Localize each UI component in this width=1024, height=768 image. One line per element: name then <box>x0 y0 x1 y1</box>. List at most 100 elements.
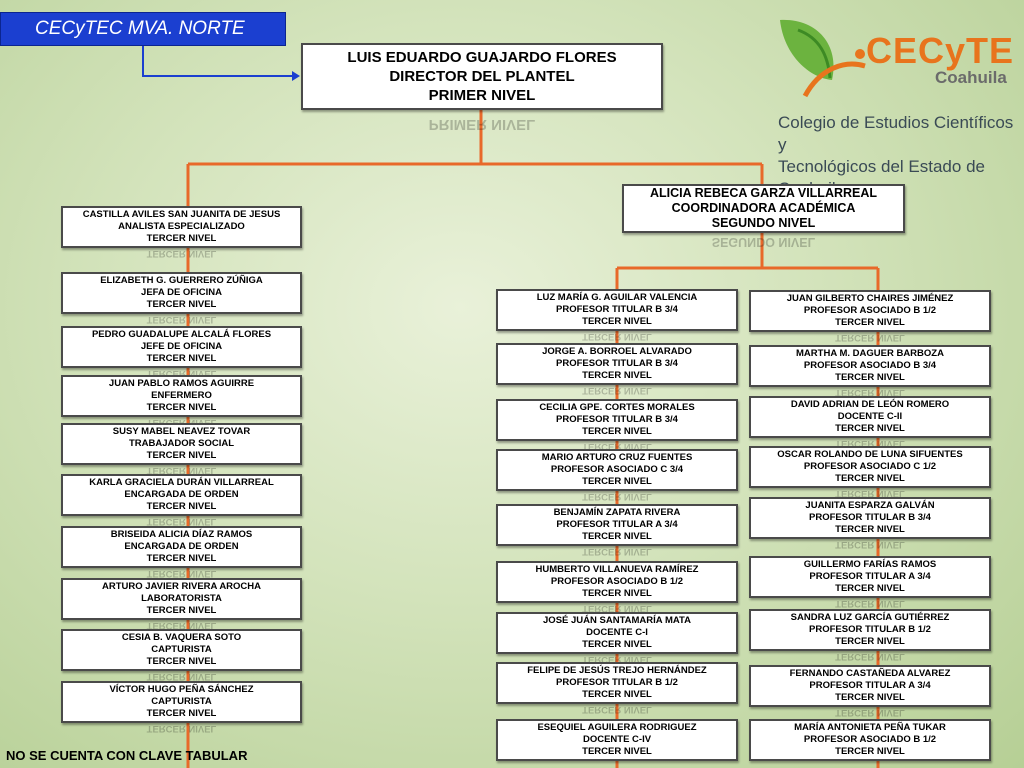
node-level: TERCER NIVEL <box>582 316 652 327</box>
node-role: ENFERMERO <box>151 390 212 401</box>
node-role: PROFESOR ASOCIADO B 1/2 <box>803 734 937 745</box>
node-name: SANDRA LUZ GARCÍA GUTIÉRREZ <box>790 612 950 623</box>
node-name: PEDRO GUADALUPE ALCALÁ FLORES <box>91 329 272 340</box>
node-level: TERCER NIVEL <box>835 746 905 757</box>
node-role: PROFESOR TITULAR A 3/4 <box>809 680 931 691</box>
node-level: PRIMER NIVEL <box>428 87 536 104</box>
node-level: TERCER NIVEL <box>146 233 217 244</box>
node-level: TERCER NIVEL <box>582 689 652 700</box>
title-arrow-line <box>142 46 294 77</box>
node-role: TRABAJADOR SOCIAL <box>128 438 235 449</box>
node-role: PROFESOR ASOCIADO B 3/4 <box>803 360 937 371</box>
node-name: VÍCTOR HUGO PEÑA SÁNCHEZ <box>109 684 254 695</box>
node-level: TERCER NIVEL <box>582 476 652 487</box>
node-level: TERCER NIVEL <box>835 636 905 647</box>
node-level: TERCER NIVEL <box>582 370 652 381</box>
node-level: TERCER NIVEL <box>582 588 652 599</box>
node-name: OSCAR ROLANDO DE LUNA SIFUENTES <box>777 449 963 460</box>
node-name: KARLA GRACIELA DURÁN VILLARREAL <box>89 477 274 488</box>
node-level: TERCER NIVEL <box>146 402 217 413</box>
node-name: CESIA B. VAQUERA SOTO <box>121 632 242 643</box>
node-role: PROFESOR TITULAR B 1/2 <box>556 677 678 688</box>
node-name: SUSY MABEL NEAVEZ TOVAR <box>112 426 251 437</box>
page-title: CECyTEC MVA. NORTE <box>0 12 286 46</box>
node-name: GUILLERMO FARÍAS RAMOS <box>803 559 937 570</box>
node-name: BRISEIDA ALICIA DÍAZ RAMOS <box>110 529 253 540</box>
node-name: JUANITA ESPARZA GALVÁN <box>805 500 935 511</box>
node-level: SEGUNDO NIVEL <box>711 216 816 230</box>
node-name: BENJAMÍN ZAPATA RIVERA <box>553 507 681 518</box>
node-role: PROFESOR TITULAR B 3/4 <box>556 414 678 425</box>
node-level: TERCER NIVEL <box>835 317 905 328</box>
node-role: PROFESOR TITULAR B 3/4 <box>556 304 678 315</box>
node-role: PROFESOR TITULAR B 1/2 <box>809 624 931 635</box>
cecyte-logo-icon <box>780 19 866 98</box>
node-role: DOCENTE C-IV <box>582 734 652 745</box>
node-name: LUZ MARÍA G. AGUILAR VALENCIA <box>536 292 698 303</box>
node-level: TERCER NIVEL <box>146 656 217 667</box>
node-name: JOSÉ JUÁN SANTAMARÍA MATA <box>543 615 691 626</box>
node-level: TERCER NIVEL <box>835 583 905 594</box>
node-name: ELIZABETH G. GUERRERO ZÚÑIGA <box>100 275 263 286</box>
title-arrow-head <box>292 71 300 81</box>
node-name: JUAN PABLO RAMOS AGUIRRE <box>108 378 255 389</box>
node-role: DOCENTE C-I <box>586 627 648 638</box>
node-role: ANALISTA ESPECIALIZADO <box>118 221 245 232</box>
logo-brand: CECyTE <box>866 30 1015 71</box>
node-role: LABORATORISTA <box>141 593 222 604</box>
node-level: TERCER NIVEL <box>582 639 652 650</box>
node-role: JEFA DE OFICINA <box>141 287 222 298</box>
node-level: TERCER NIVEL <box>582 426 652 437</box>
node-name: HUMBERTO VILLANUEVA RAMÍREZ <box>535 564 699 575</box>
node-level: TERCER NIVEL <box>146 708 217 719</box>
footer-note: NO SE CUENTA CON CLAVE TABULAR <box>6 748 248 763</box>
node-role: ENCARGADA DE ORDEN <box>124 489 239 500</box>
node-role: CAPTURISTA <box>151 644 212 655</box>
node-role: DOCENTE C-II <box>837 411 903 422</box>
logo-description-line1: Colegio de Estudios Científicos y <box>778 113 1014 154</box>
node-role: DIRECTOR DEL PLANTEL <box>389 68 575 85</box>
node-role: PROFESOR ASOCIADO C 3/4 <box>550 464 684 475</box>
node-level: TERCER NIVEL <box>835 372 905 383</box>
node-name: MARIO ARTURO CRUZ FUENTES <box>541 452 693 463</box>
node-name: LUIS EDUARDO GUAJARDO FLORES <box>347 49 617 66</box>
node-name: ARTURO JAVIER RIVERA AROCHA <box>101 581 262 592</box>
node-role: CAPTURISTA <box>151 696 212 707</box>
node-level: TERCER NIVEL <box>835 473 905 484</box>
node-level: TERCER NIVEL <box>582 746 652 757</box>
node-level: TERCER NIVEL <box>146 553 217 564</box>
node-name: CASTILLA AVILES SAN JUANITA DE JESUS <box>82 209 281 220</box>
node-level: TERCER NIVEL <box>146 450 217 461</box>
logo-region: Coahuila <box>935 68 1007 87</box>
node-name: JUAN GILBERTO CHAIRES JIMÉNEZ <box>786 293 954 304</box>
node-role: PROFESOR TITULAR A 3/4 <box>556 519 678 530</box>
node-name: MARÍA ANTONIETA PEÑA TUKAR <box>794 722 946 733</box>
node-role: ENCARGADA DE ORDEN <box>124 541 239 552</box>
node-level: TERCER NIVEL <box>146 353 217 364</box>
node-role: PROFESOR ASOCIADO B 1/2 <box>550 576 684 587</box>
node-coordinator: ALICIA REBECA GARZA VILLARREAL COORDINAD… <box>622 184 905 233</box>
node-level: TERCER NIVEL <box>146 299 217 310</box>
node-role: PROFESOR ASOCIADO C 1/2 <box>803 461 937 472</box>
